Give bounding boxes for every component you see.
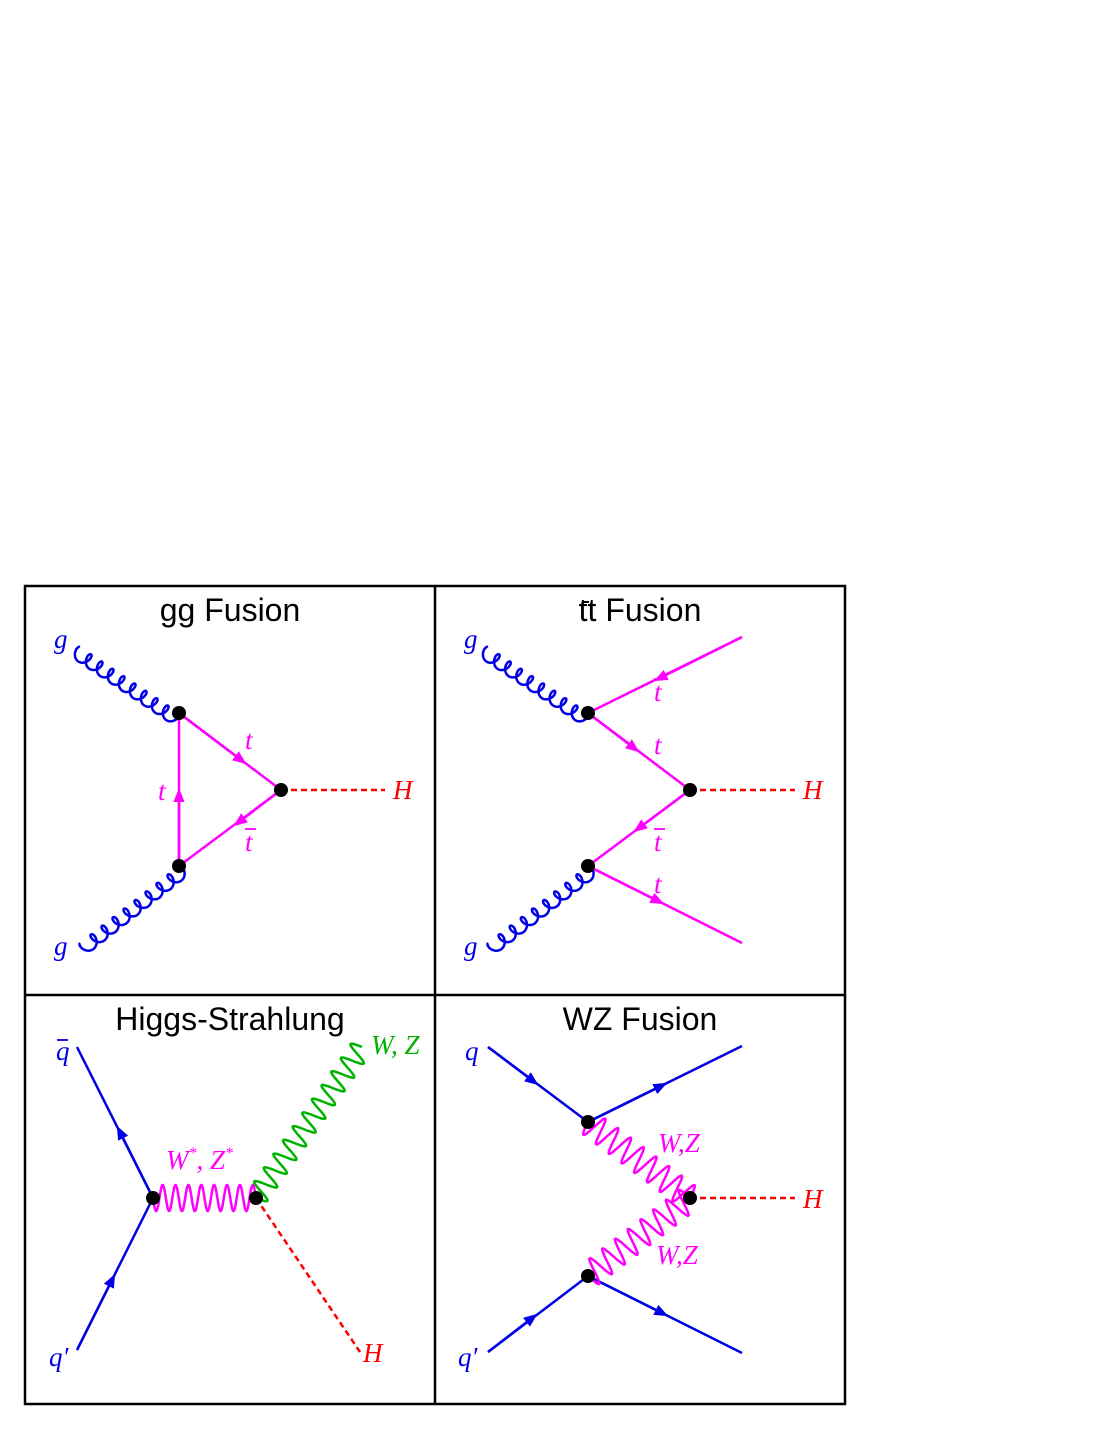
arrow-qbar <box>116 1125 155 1199</box>
arrow-q-prime <box>487 1313 538 1353</box>
label-qbar: q <box>56 1036 70 1066</box>
arrow-tbar-out <box>653 635 743 682</box>
arrow-t-mid <box>587 712 640 753</box>
panel-title: tt Fusion <box>579 592 702 628</box>
label-q: q <box>465 1036 479 1066</box>
vertex-dot <box>683 783 697 797</box>
label-t-upper: t <box>245 725 254 755</box>
outgoing-boson-line <box>252 1042 366 1203</box>
vertex-dot <box>249 1191 263 1205</box>
gluon-line-top <box>481 645 590 723</box>
vertex-dot <box>581 706 595 720</box>
arrow-q <box>487 1046 539 1086</box>
label-tbar: t <box>245 827 254 857</box>
vertex-dot <box>581 859 595 873</box>
panel-gg-fusion: gg Fusion g g t t t H <box>54 592 414 961</box>
label-q-prime: q′ <box>49 1342 70 1372</box>
boson-line-upper <box>581 1117 697 1203</box>
gluon-line-bottom <box>78 864 186 952</box>
label-tbar-out: t <box>654 677 663 707</box>
arrow-tbar <box>233 789 282 827</box>
label-WZ-upper: W,Z <box>658 1128 701 1158</box>
label-H: H <box>802 1184 824 1214</box>
vertex-dot <box>683 1191 697 1205</box>
label-H: H <box>362 1338 384 1368</box>
panel-tt-fusion: tt Fusion g g t t t t H <box>464 592 824 961</box>
label-tbar-mid: t <box>654 827 663 857</box>
arrow-q-out-upper <box>587 1082 668 1124</box>
arrow-q-prime <box>75 1273 116 1351</box>
gluon-line-top <box>73 645 181 723</box>
vertex-dot <box>581 1269 595 1283</box>
panel-wz-fusion: WZ Fusion q q′ W,Z W,Z H <box>458 1001 824 1372</box>
label-virtual-boson: W*, Z* <box>166 1145 233 1175</box>
label-WZ-out: W, Z <box>371 1030 421 1060</box>
label-g-bottom: g <box>54 931 68 961</box>
vertex-dot <box>172 859 186 873</box>
vertex-dot <box>581 1115 595 1129</box>
boson-line-lower <box>587 1188 691 1286</box>
arrow-t-out <box>587 864 665 905</box>
arrow-t-upper <box>178 712 247 765</box>
virtual-boson-line <box>151 1183 258 1213</box>
vertex-dot <box>172 706 186 720</box>
label-t-out: t <box>654 869 663 899</box>
gluon-line-bottom <box>486 864 595 952</box>
label-g-top: g <box>464 624 478 654</box>
panel-title: Higgs-Strahlung <box>115 1001 344 1037</box>
panel-title: WZ Fusion <box>563 1001 718 1037</box>
label-g-top: g <box>54 624 68 654</box>
label-t-left: t <box>158 776 167 806</box>
label-H: H <box>392 775 414 805</box>
panel-higgs-strahlung: Higgs-Strahlung q q′ W*, Z* W, Z H <box>49 1001 421 1372</box>
higgs-line <box>254 1197 362 1353</box>
vertex-dot <box>146 1191 160 1205</box>
label-t-mid: t <box>654 730 663 760</box>
label-WZ-lower: W,Z <box>656 1240 699 1270</box>
label-H: H <box>802 775 824 805</box>
panel-title: gg Fusion <box>160 592 301 628</box>
panel-frame <box>23 584 847 1406</box>
label-q-prime: q′ <box>458 1342 479 1372</box>
label-g-bottom: g <box>464 931 478 961</box>
vertex-dot <box>274 783 288 797</box>
arrow-tbar-mid <box>633 788 691 833</box>
